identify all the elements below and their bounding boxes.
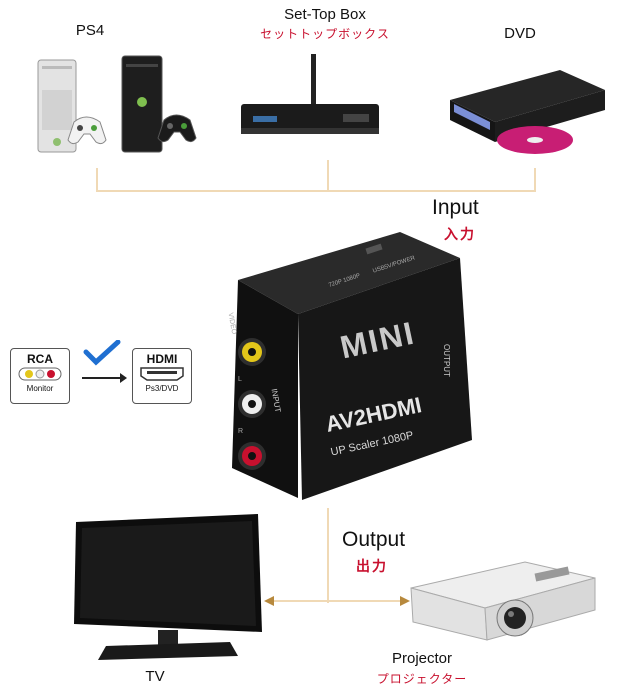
tv-label: TV [145,668,165,685]
check-icon [83,340,121,366]
rca-title: RCA [27,352,53,366]
port-l-label: L [238,376,242,383]
hdmi-sub: Ps3/DVD [145,384,179,393]
input-label-jp: 入力 [444,227,476,243]
game-console-image [37,55,197,153]
hdmi-badge: HDMI Ps3/DVD [132,348,192,404]
port-output-label: OUTPUT [441,344,451,377]
projector-label: Projector [391,650,453,667]
set-top-box-image [241,54,379,134]
stb-label: Set-Top Box [284,6,366,23]
input-label: Input [432,196,479,219]
ps4-connector-line [96,168,98,192]
rca-sub: Monitor [26,384,54,393]
dvd-label: DVD [504,25,536,42]
stb-label-jp: セットトップボックス [260,27,390,41]
dvd-player-image [450,70,605,154]
converter-device [232,232,472,500]
output-label: Output [342,528,406,551]
rca-badge: RCA Monitor [10,348,70,404]
input-connector-line [96,190,536,192]
hdmi-connector-icon [140,367,184,381]
arrow-right-icon [82,373,127,383]
port-r-label: R [238,428,244,435]
ps4-label: PS4 [75,22,105,39]
dvd-connector-line [534,168,536,192]
output-connector-line [327,508,329,603]
stb-connector-line [327,160,329,192]
output-label-jp: 出力 [356,559,388,575]
projector-image [410,561,596,641]
output-double-arrow [264,596,410,606]
rca-connector-icon [18,367,62,381]
tv-image [74,514,262,660]
hdmi-title: HDMI [146,352,178,366]
projector-label-jp: プロジェクター [376,672,468,686]
